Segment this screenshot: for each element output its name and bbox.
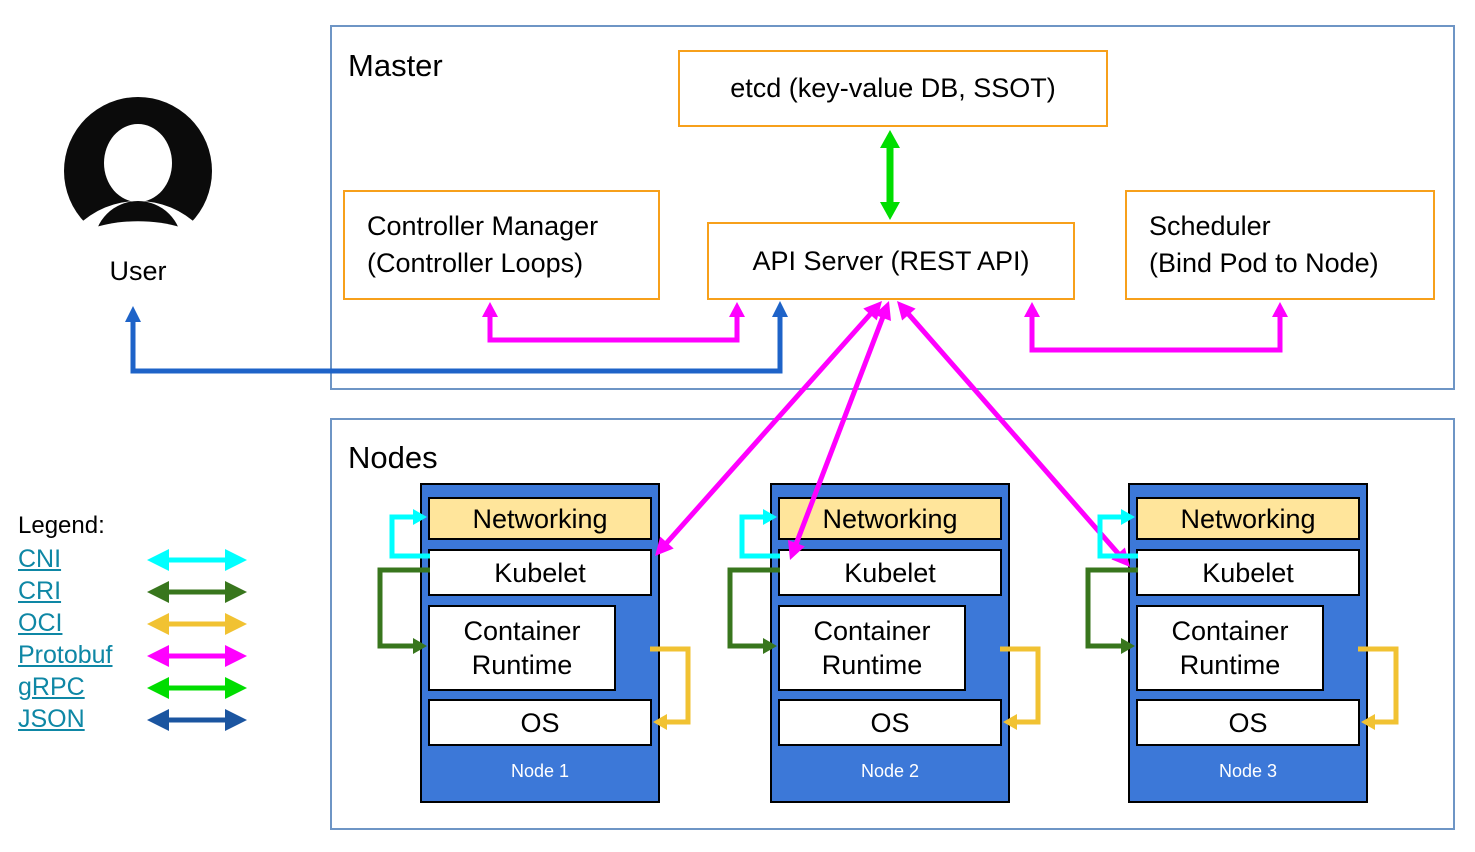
controller-manager-box: Controller Manager (Controller Loops)	[343, 190, 660, 300]
legend-link-oci[interactable]: OCI	[18, 609, 63, 637]
nodes-section	[330, 418, 1455, 830]
node3-name: Node 3	[1218, 761, 1278, 781]
legend-arrow-oci	[147, 613, 247, 635]
node3-kubelet-layer: Kubelet	[1136, 549, 1360, 596]
node1-networking-layer: Networking	[428, 497, 652, 540]
legend-arrow-protobuf	[147, 645, 247, 667]
node3-networking-layer: Networking	[1136, 497, 1360, 540]
legend-link-grpc[interactable]: gRPC	[18, 673, 85, 701]
scheduler-sublabel: (Bind Pod to Node)	[1149, 248, 1379, 278]
node3-container-runtime-layer: Container Runtime	[1136, 605, 1324, 691]
node2-name: Node 2	[860, 761, 920, 781]
api-server-box: API Server (REST API)	[707, 222, 1075, 300]
node3-os-layer: OS	[1136, 699, 1360, 746]
node-card-1: Networking Kubelet Container Runtime OS …	[420, 483, 660, 803]
scheduler-box: Scheduler (Bind Pod to Node)	[1125, 190, 1435, 300]
legend-link-cni[interactable]: CNI	[18, 545, 62, 573]
legend-arrow-grpc	[147, 677, 247, 699]
node1-name: Node 1	[510, 761, 570, 781]
legend-link-json[interactable]: JSON	[18, 705, 85, 733]
node2-kubelet-layer: Kubelet	[778, 549, 1002, 596]
master-section	[330, 25, 1455, 390]
legend-link-protobuf[interactable]: Protobuf	[18, 641, 113, 669]
etcd-label: etcd (key-value DB, SSOT)	[730, 73, 1056, 103]
user-icon	[52, 95, 224, 373]
nodes-title: Nodes	[348, 440, 438, 475]
scheduler-label: Scheduler	[1149, 211, 1271, 241]
etcd-box: etcd (key-value DB, SSOT)	[678, 50, 1108, 127]
node1-kubelet-layer: Kubelet	[428, 549, 652, 596]
master-title: Master	[348, 48, 443, 83]
node1-os-layer: OS	[428, 699, 652, 746]
node1-container-runtime-layer: Container Runtime	[428, 605, 616, 691]
controller-manager-sublabel: (Controller Loops)	[367, 248, 584, 278]
legend-title: Legend:	[18, 512, 105, 539]
node-card-2: Networking Kubelet Container Runtime OS …	[770, 483, 1010, 803]
legend-link-cri[interactable]: CRI	[18, 577, 62, 605]
controller-manager-label: Controller Manager	[367, 211, 599, 241]
user-label: User	[109, 256, 167, 286]
node2-container-runtime-layer: Container Runtime	[778, 605, 966, 691]
api-server-label: API Server (REST API)	[752, 245, 1030, 276]
legend-arrow-cni	[147, 549, 247, 571]
node-card-3: Networking Kubelet Container Runtime OS …	[1128, 483, 1368, 803]
legend-arrow-cri	[147, 581, 247, 603]
legend-arrow-json	[147, 709, 247, 731]
node2-os-layer: OS	[778, 699, 1002, 746]
node2-networking-layer: Networking	[778, 497, 1002, 540]
